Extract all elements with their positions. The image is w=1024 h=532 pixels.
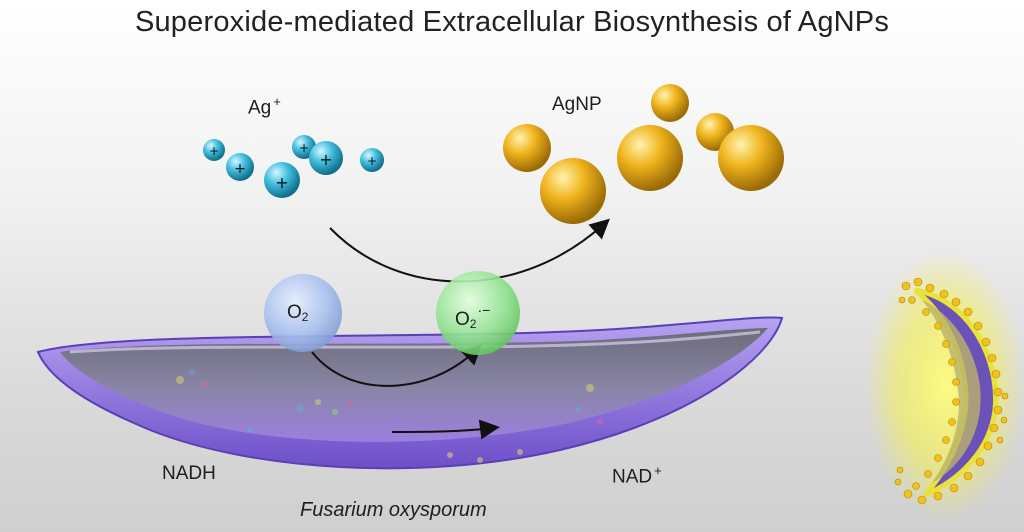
superoxide-sphere: [436, 271, 520, 355]
oxygen-sphere: [264, 274, 342, 352]
diagram-title: Superoxide-mediated Extracellular Biosyn…: [134, 6, 890, 38]
silver-ion: +: [264, 162, 300, 198]
nanoparticle: [540, 158, 606, 224]
fungus-hypha: [36, 316, 784, 470]
enzyme-molecules: [176, 369, 603, 463]
superoxide-label: O2·−: [455, 302, 491, 331]
silver-nanoparticles: [503, 84, 784, 224]
nadh-oxidation-arrow: [391, 419, 500, 440]
svg-text:+: +: [209, 144, 219, 158]
svg-text:+: +: [234, 161, 246, 177]
nad-label: NAD+: [612, 463, 662, 488]
oxygen-reduction-arrow: [311, 344, 482, 387]
nadh-label: NADH: [162, 463, 216, 484]
svg-text:+: +: [319, 150, 332, 169]
nanoparticle: [651, 84, 689, 122]
svg-text:+: +: [299, 141, 309, 155]
silver-ion: +: [226, 153, 254, 181]
svg-text:+: +: [275, 173, 288, 192]
silver-ion-label: Ag+: [248, 94, 281, 119]
organism-label: Fusarium oxysporum: [300, 499, 487, 521]
svg-text:+: +: [367, 154, 377, 168]
agnp-label: AgNP: [552, 94, 602, 115]
nanoparticle: [617, 125, 683, 191]
silver-ion: +: [360, 148, 384, 172]
silver-ion: +: [309, 141, 343, 175]
oxygen-label: O2: [287, 302, 309, 324]
silver-ions: + + + + + +: [203, 135, 384, 198]
nanoparticle: [503, 124, 551, 172]
coated-hypha: [865, 250, 1024, 520]
silver-ion: +: [203, 139, 225, 161]
nanoparticle: [718, 125, 784, 191]
